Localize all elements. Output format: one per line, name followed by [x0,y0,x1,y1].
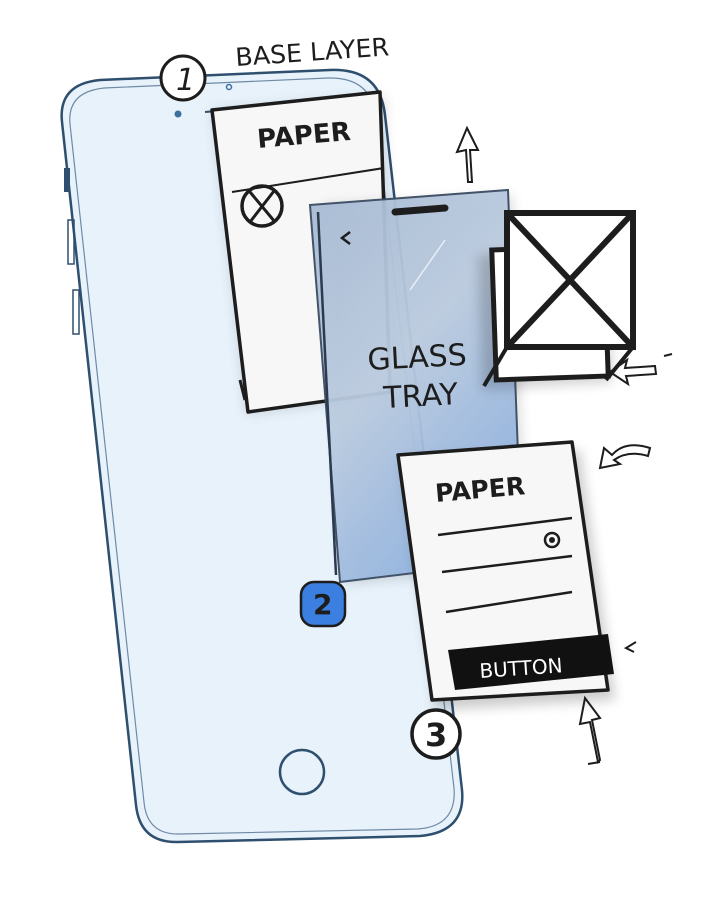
marker-three-label: 3 [425,716,447,754]
glass-tray-label-line1: GLASS [367,338,468,378]
arrow-up-bottom-icon [578,695,602,765]
marker-one-label: 1 [176,63,195,98]
clear-field-icon[interactable] [543,531,561,549]
button-element[interactable]: BUTTON [448,634,614,690]
marker-three: 3 [410,708,462,760]
marker-one: 1 [159,54,207,102]
arrow-left-icon [608,353,673,387]
curved-arrow-icon [598,444,652,470]
button-label: BUTTON [479,653,564,683]
arrow-up-icon [455,125,480,183]
small-tick-mark [623,641,637,653]
marker-two: 2 [299,580,347,628]
base-layer-label: BASE LAYER [234,32,390,72]
floating-image-box [478,210,636,390]
image-placeholder-icon [240,184,284,228]
marker-two-label: 2 [313,588,332,621]
glass-tray-label-line2: TRAY [382,377,460,416]
home-button[interactable] [278,748,326,796]
